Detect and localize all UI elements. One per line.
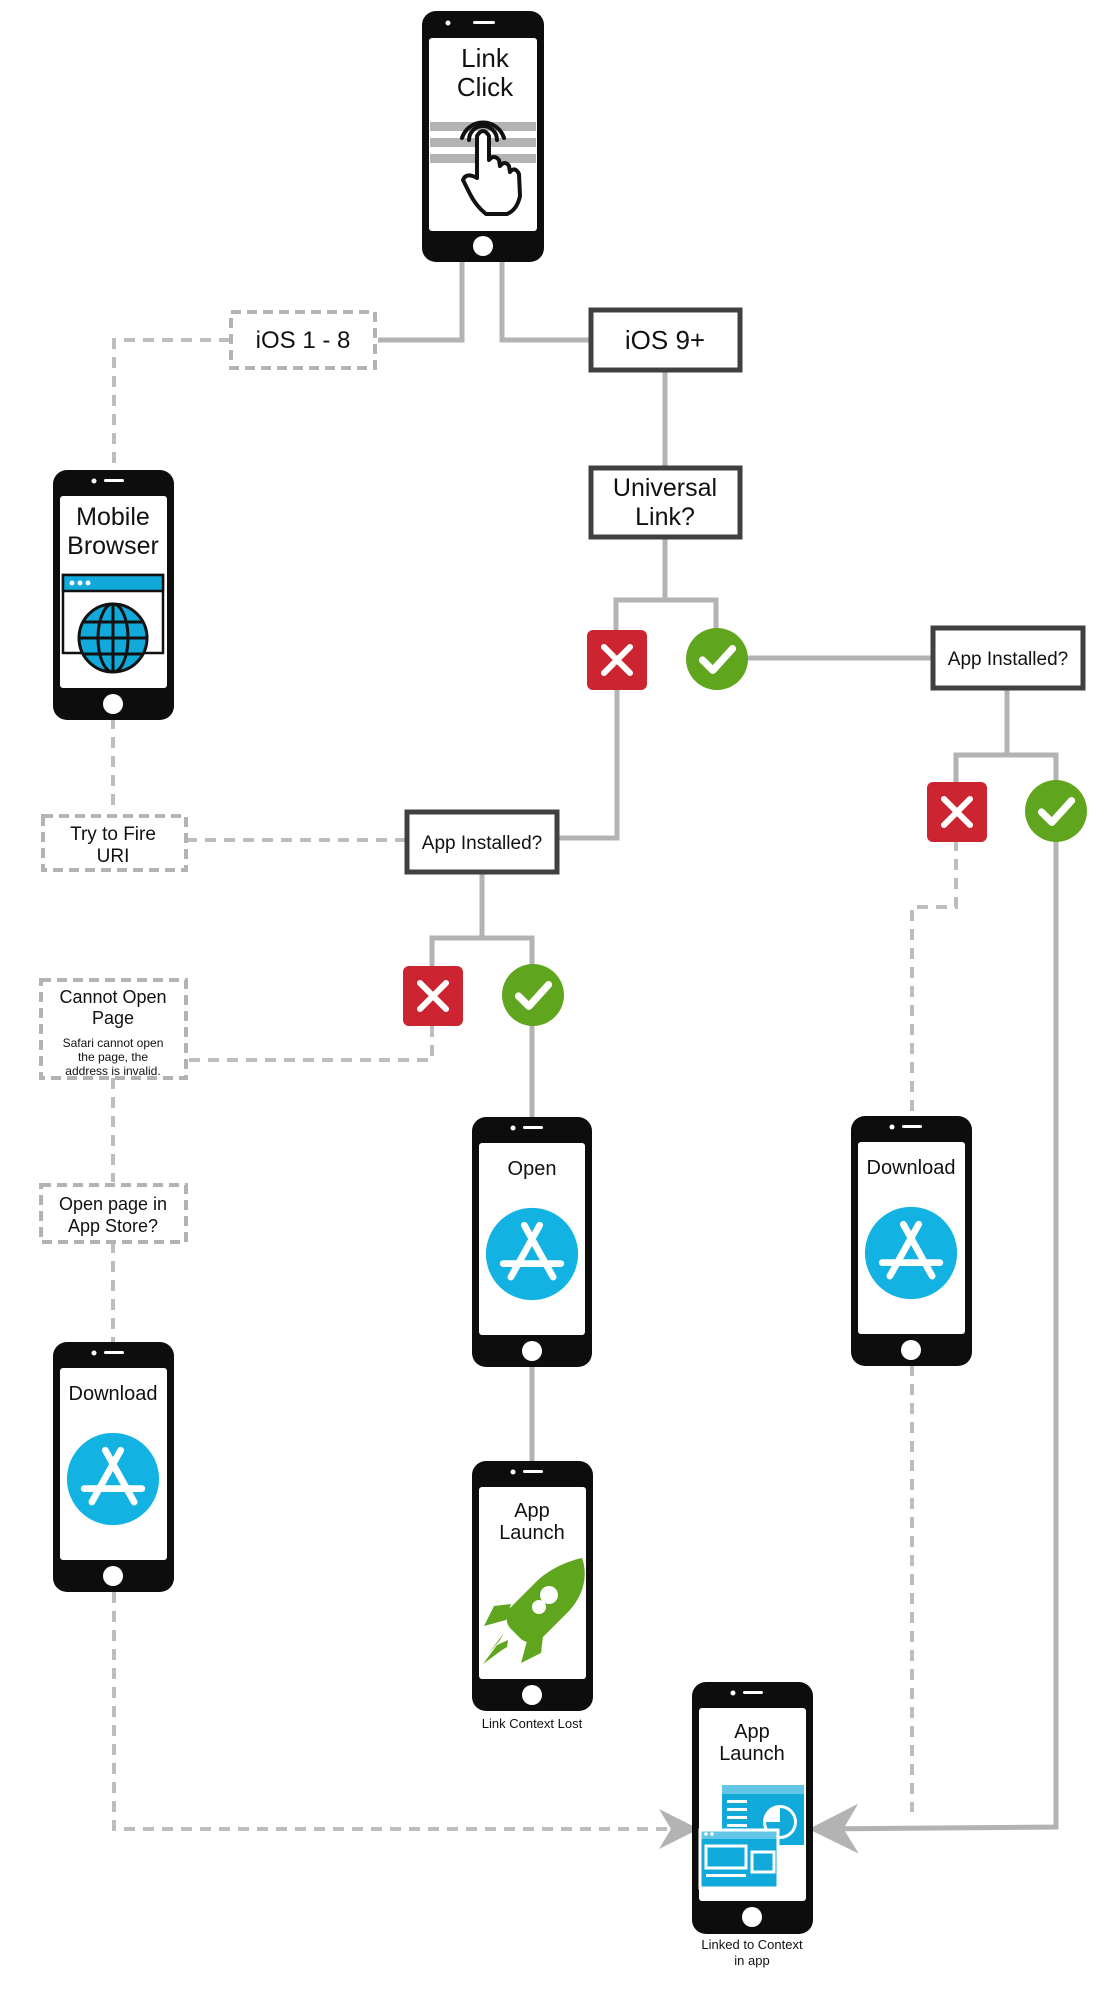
app-launch-lost-caption: Link Context Lost — [482, 1716, 583, 1731]
mobile-browser-label-line1: Mobile — [76, 503, 150, 531]
connector-download-launch-linked — [112, 1592, 699, 1849]
phone-mobile-browser: Mobile Browser — [53, 470, 174, 720]
cannot-open-title-line1: Cannot Open — [59, 987, 166, 1007]
connector-universal-split-right — [665, 597, 719, 630]
connector-cross-cannot-open — [186, 1026, 434, 1062]
app-launch-linked-caption-line1: Linked to Context — [701, 1937, 803, 1952]
open-app-store-line1: Open page in — [59, 1194, 167, 1214]
app-installed-mid-no-cross-icon — [403, 966, 463, 1026]
cannot-open-note-line2: the page, the — [78, 1050, 148, 1064]
download-left-label: Download — [69, 1383, 158, 1405]
universal-link-label-line1: Universal — [613, 474, 717, 502]
try-fire-uri-box: Try to Fire URI — [41, 814, 188, 872]
app-store-icon — [486, 1208, 578, 1300]
phone-download-right: Download — [851, 1116, 972, 1366]
app-installed-mid-box: App Installed? — [404, 809, 560, 875]
app-launch-linked-label-line1: App — [734, 1721, 770, 1743]
cannot-open-title-line2: Page — [92, 1008, 134, 1028]
app-installed-mid-label: App Installed? — [422, 833, 542, 854]
tap-hand-icon — [430, 120, 536, 216]
app-launch-lost-label-line2: Launch — [499, 1522, 565, 1544]
phone-app-launch-lost: App Launch Link Context Lost — [472, 1461, 593, 1731]
connector-appinstalled-mid-split — [429, 872, 485, 967]
connector-universal-split — [613, 537, 668, 630]
app-installed-top-yes-check-icon — [1025, 780, 1087, 842]
app-installed-top-box: App Installed? — [930, 625, 1086, 691]
app-launch-linked-label-line2: Launch — [719, 1743, 785, 1765]
mobile-browser-label-line2: Browser — [67, 532, 159, 560]
app-store-icon — [865, 1207, 957, 1299]
download-right-label: Download — [867, 1157, 956, 1179]
link-click-label-line2: Click — [457, 72, 514, 102]
app-installed-mid-yes-check-icon — [502, 964, 564, 1026]
connector-link-ios18 — [378, 262, 465, 343]
phone-open-app: Open — [472, 1117, 592, 1367]
universal-link-box: Universal Link? — [588, 465, 743, 540]
open-app-store-box: Open page in App Store? — [39, 1183, 188, 1244]
connector-cross-appinstalled-mid — [556, 686, 620, 841]
try-fire-uri-line1: Try to Fire — [70, 824, 156, 845]
cannot-open-note-line1: Safari cannot open — [63, 1036, 164, 1050]
connector-link-ios9 — [499, 262, 591, 343]
ios-9-box: iOS 9+ — [588, 307, 743, 373]
app-launch-lost-label-line1: App — [514, 1500, 550, 1522]
ios-1-8-label: iOS 1 - 8 — [256, 327, 351, 354]
app-installed-top-no-cross-icon — [927, 782, 987, 842]
open-app-label: Open — [508, 1158, 557, 1180]
connector-check-launch-linked — [808, 840, 1059, 1854]
phone-download-left: Download — [53, 1342, 174, 1592]
app-store-icon — [67, 1433, 159, 1525]
phone-app-launch-linked: App Launch Linked to Context in app — [692, 1682, 813, 1968]
rocket-icon — [483, 1558, 585, 1664]
link-click-label-line1: Link — [461, 43, 510, 73]
connector-ios18-browser — [112, 338, 230, 468]
ios-9-label: iOS 9+ — [625, 325, 705, 355]
connector-appinstalled-mid-split-right — [482, 935, 535, 967]
phone-link-click: Link Click — [422, 11, 544, 262]
connector-appinstalled-top-split — [953, 688, 1010, 783]
universal-link-no-cross-icon — [587, 630, 647, 690]
connector-appinstalled-top-split-right — [1007, 752, 1059, 783]
try-fire-uri-line2: URI — [97, 846, 130, 867]
open-app-store-line2: App Store? — [68, 1216, 158, 1236]
universal-link-yes-check-icon — [686, 628, 748, 690]
ios-1-8-box: iOS 1 - 8 — [229, 310, 377, 370]
cannot-open-box: Cannot Open Page Safari cannot open the … — [39, 978, 188, 1080]
universal-link-label-line2: Link? — [635, 503, 695, 531]
globe-browser-icon — [61, 573, 165, 674]
connector-cross-download-right — [910, 840, 958, 1118]
cannot-open-note-line3: address is invalid. — [65, 1064, 160, 1078]
app-launch-linked-caption-line2: in app — [734, 1953, 769, 1968]
app-windows-icon — [698, 1785, 804, 1890]
app-installed-top-label: App Installed? — [948, 649, 1068, 670]
